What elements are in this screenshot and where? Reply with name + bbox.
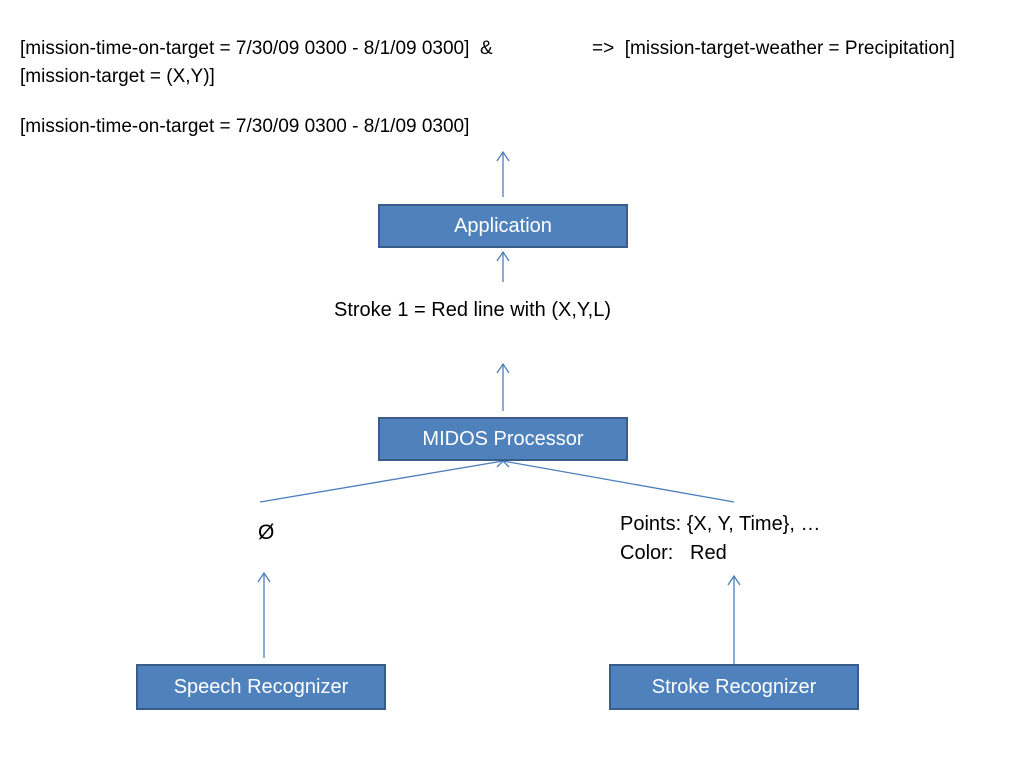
midos-processor-box: MIDOS Processor [378, 417, 628, 461]
application-box-label: Application [454, 214, 552, 237]
rule-condition-target: [mission-target = (X,Y)] [20, 66, 215, 87]
arrow-stroke-to-output [727, 574, 741, 664]
stroke-interpretation-text: Stroke 1 = Red line with (X,Y,L) [334, 299, 611, 321]
speech-output-empty-set: Ø [258, 521, 275, 544]
merge-lines-to-midos [259, 460, 735, 503]
stroke-recognizer-box-label: Stroke Recognizer [651, 675, 817, 698]
arrow-speech-to-output [257, 571, 271, 658]
speech-recognizer-box: Speech Recognizer [136, 664, 386, 710]
rule-condition-time: [mission-time-on-target = 7/30/09 0300 -… [20, 38, 493, 59]
stroke-recognizer-box: Stroke Recognizer [609, 664, 859, 710]
application-input-text: [mission-time-on-target = 7/30/09 0300 -… [20, 116, 470, 137]
speech-recognizer-box-label: Speech Recognizer [173, 675, 349, 698]
stroke-output-points: Points: {X, Y, Time}, … [620, 513, 821, 535]
rule-conclusion-weather: => [mission-target-weather = Precipitati… [592, 38, 955, 59]
stroke-output-color: Color: Red [620, 542, 727, 564]
application-box: Application [378, 204, 628, 248]
arrow-midos-to-interpretation [496, 362, 510, 411]
midos-processor-box-label: MIDOS Processor [422, 427, 584, 450]
arrow-application-to-input [496, 150, 510, 197]
arrow-interpretation-to-application [496, 250, 510, 282]
